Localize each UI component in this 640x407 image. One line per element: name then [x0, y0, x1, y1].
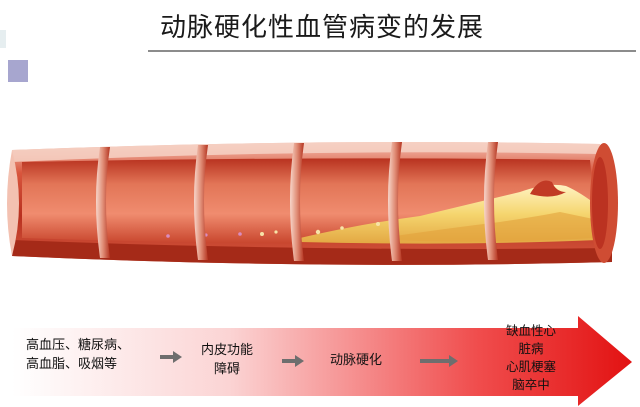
progression-arrow-body — [12, 316, 632, 406]
decorative-square — [0, 30, 6, 48]
step-arrow-icon — [420, 355, 458, 367]
stage-endo-line-1: 内皮功能 — [200, 343, 253, 358]
stage-risk-line-1: 高血压、糖尿病、 — [26, 338, 131, 353]
title-underline — [148, 50, 636, 52]
plaque-core — [395, 212, 598, 242]
stage-risk-line-2: 高血脂、吸烟等 — [26, 357, 118, 372]
page-title: 动脉硬化性血管病变的发展 — [160, 13, 485, 43]
step-arrow-icon — [160, 351, 182, 363]
stage-athero-line-1: 动脉硬化 — [330, 353, 383, 368]
plaque-rupture — [530, 180, 566, 197]
vessel-right-lumen — [592, 157, 608, 249]
artery-progression-illustration — [7, 142, 618, 265]
stage-endo-line-2: 障碍 — [213, 362, 240, 377]
stage-risk-factors: 高血压、糖尿病、 高血脂、吸烟等 — [26, 336, 130, 374]
stage-final-line-1: 缺血性心 — [505, 323, 556, 338]
decorative-square — [8, 60, 28, 82]
stage-final-line-4: 脑卒中 — [512, 377, 550, 392]
stage-final-line-2: 脏病 — [518, 341, 544, 356]
stage-final-line-3: 心肌梗塞 — [505, 359, 556, 374]
vessel-top-highlight — [12, 142, 600, 162]
stage-atherosclerosis: 动脉硬化 — [330, 351, 382, 370]
progression-arrow — [12, 316, 632, 406]
vessel-bottom-wall — [12, 240, 612, 265]
segment-dividers — [96, 142, 498, 261]
vessel-left-opening — [7, 150, 19, 256]
stage-clinical-outcomes: 缺血性心 脏病 心肌梗塞 脑卒中 — [490, 322, 572, 394]
step-arrow-icon — [282, 355, 304, 367]
stage-endothelial-dysfunction: 内皮功能 障碍 — [192, 341, 262, 379]
lipid-dots — [260, 222, 380, 236]
